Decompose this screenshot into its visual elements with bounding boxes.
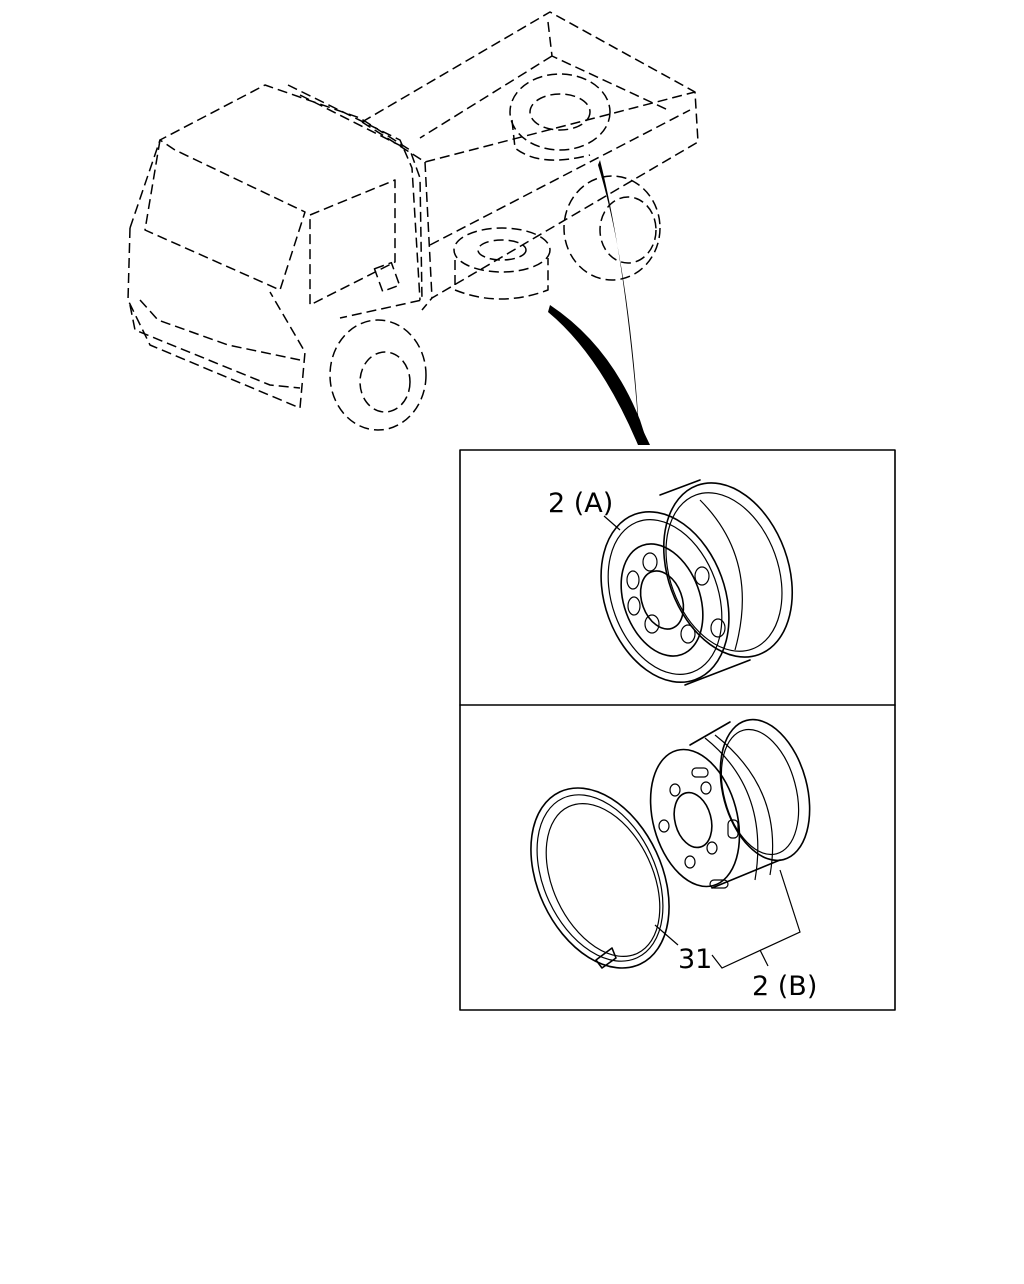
underslung-spare [453, 227, 551, 273]
label-part-31: 31 [678, 944, 712, 975]
cargo-bed-floor [429, 109, 691, 246]
ring-mid [536, 794, 664, 962]
wheel-a-disc [620, 543, 704, 657]
cab-door-window [309, 179, 396, 306]
wheel-a-barrel-top [659, 479, 701, 496]
wheel-a-rear-rim [662, 482, 794, 658]
wheel-b-vent [727, 819, 739, 839]
underslung-spare-hub [477, 239, 527, 261]
wheel-b-barrel-contour-2 [714, 734, 774, 876]
rear-wheel-hub [599, 196, 657, 264]
cargo-bed-corner [424, 161, 433, 299]
cargo-bed-outer [361, 11, 699, 311]
bed-spare-tire [509, 73, 611, 151]
stud-hole [669, 783, 681, 797]
wheel-a: 2 (A) [548, 479, 794, 686]
stud-nut [644, 614, 660, 634]
wheel-b-barrel-bottom [711, 859, 781, 889]
stud-nut [627, 596, 641, 616]
ring-outer [530, 787, 670, 969]
stud-hole [706, 841, 718, 855]
wheel-a-center-bore [639, 570, 685, 630]
front-wheel [329, 319, 427, 431]
cab-outline [129, 84, 423, 319]
label-part-b: 2 (B) [752, 971, 817, 1002]
wheel-a-hand-hole [694, 566, 710, 586]
wheel-b-disc [649, 748, 741, 888]
wheel-b: 2 (B) [649, 718, 817, 1002]
ring-inner [545, 803, 661, 957]
cab-windshield [144, 139, 306, 291]
wheel-b-bracket [711, 869, 801, 969]
stud-nut [642, 552, 658, 572]
wheel-b-barrel-top [689, 721, 731, 746]
cab-bumper [129, 304, 301, 389]
underslung-spare-side [454, 258, 549, 300]
wheel-a-front-rim-inner [607, 519, 723, 675]
ring-31: 31 [530, 787, 712, 975]
wheel-b-rear-rim-inner [720, 728, 800, 856]
wheel-a-barrel-contour [699, 499, 743, 651]
cargo-bed-rim [361, 91, 696, 163]
cargo-bed-inner-front [547, 21, 669, 111]
wheel-a-rear-rim-inner [665, 492, 783, 652]
truck-outline [127, 11, 699, 431]
wheel-b-center-bore [673, 791, 713, 849]
wheel-b-barrel-contour [704, 737, 759, 881]
front-wheel-hub [359, 351, 411, 413]
bed-spare-tire-hub [529, 93, 591, 131]
bed-spare-tire-side [511, 119, 591, 161]
wheel-b-bracket-tick [759, 949, 769, 967]
wheel-b-vent [709, 879, 729, 889]
pointer-arrow-spare [548, 305, 648, 445]
stud-nut [626, 570, 640, 590]
door-handle [373, 261, 401, 293]
wheel-b-stud-holes [658, 781, 718, 869]
stud-nut [680, 624, 696, 644]
ring-gap [595, 947, 617, 969]
pointer-arrows [548, 160, 650, 445]
cab-front [127, 227, 306, 409]
stud-hole [700, 781, 712, 795]
wheel-b-vent [691, 767, 709, 778]
detail-box [459, 449, 896, 1011]
detail-frame [459, 449, 896, 1011]
rear-wheel [563, 175, 661, 281]
wheel-a-leader-line [603, 515, 621, 531]
wheel-b-rear-rim [719, 718, 811, 862]
wheel-a-hand-hole [710, 618, 726, 638]
ring-leader-line [654, 924, 679, 946]
wheel-a-front-rim [600, 510, 730, 684]
wheel-a-stud-nuts [626, 552, 696, 644]
stud-hole [684, 855, 696, 869]
label-part-a: 2 (A) [548, 488, 613, 519]
wheel-a-barrel-bottom [684, 659, 751, 686]
cargo-bed-inner-side [419, 55, 553, 139]
cab-rear-edge [287, 84, 421, 301]
stud-hole [658, 819, 670, 833]
cab-grille [139, 299, 301, 361]
cab-roof-line [299, 94, 406, 149]
